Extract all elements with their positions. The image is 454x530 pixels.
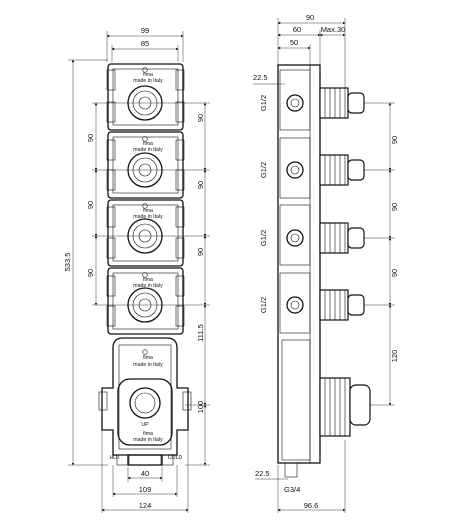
front-view: 99 85 533.5 90 90 90 90 90 90 (63, 26, 210, 513)
front-module-4: fima made in Italy (106, 267, 185, 335)
lower-box-up-label: UP (141, 422, 149, 428)
front-module-1: fima made in Italy (106, 63, 185, 131)
lower-box-cold-label: COLD (168, 455, 183, 461)
dim-bottom-mid: 109 (139, 485, 152, 494)
dim-bottom-inner: 40 (141, 469, 149, 478)
dim-side-top-total: 90 (306, 13, 314, 22)
front-lower-box: fima made in Italy UP fima made in Italy… (98, 337, 192, 466)
side-module-4-thread: G1/2 (259, 297, 268, 313)
front-module-2: fima made in Italy (106, 131, 185, 199)
dim-right-lower-box: 100 (196, 401, 205, 414)
side-module-3-thread: G1/2 (259, 230, 268, 246)
front-module-4-brand: fima (143, 277, 153, 283)
lower-box-brand-2: fima (143, 431, 153, 437)
dim-left-pitch-1: 90 (86, 134, 95, 142)
dim-right-pitch-1: 90 (196, 114, 205, 122)
dim-side-pitch-lower: 120 (390, 350, 399, 363)
dim-side-pitch-2: 90 (390, 203, 399, 211)
side-module-2: G1/2 (259, 137, 365, 199)
front-module-4-made: made in Italy (133, 283, 163, 289)
dim-left-pitch-3: 90 (86, 269, 95, 277)
lower-box-brand: fima (143, 355, 153, 361)
front-module-3: fima made in Italy (106, 199, 185, 267)
front-module-2-made: made in Italy (133, 147, 163, 153)
front-module-3-made: made in Italy (133, 214, 163, 220)
dim-top-outer-width: 99 (141, 26, 149, 35)
side-module-1-thread: G1/2 (259, 95, 268, 111)
side-view: 90 60 Max.30 50 22.5 G1/2 (253, 13, 399, 513)
dim-side-inlet-bottom: 22.5 (255, 469, 270, 478)
lower-box-made-2: made in Italy (133, 437, 163, 443)
side-lower-box (281, 339, 371, 478)
dim-side-pitch-3: 90 (390, 269, 399, 277)
side-module-3: G1/2 (259, 204, 365, 266)
dim-top-inner-width: 85 (141, 39, 149, 48)
dim-bottom-total: 124 (139, 501, 152, 510)
side-module-2-thread: G1/2 (259, 162, 268, 178)
front-module-1-made: made in Italy (133, 78, 163, 84)
dim-side-top-body: 60 (293, 25, 301, 34)
dim-side-pitch-1: 90 (390, 136, 399, 144)
dim-right-pitch-3: 90 (196, 248, 205, 256)
dim-side-top-max: Max.30 (321, 25, 346, 34)
dim-side-top-inner: 50 (290, 38, 298, 47)
lower-box-made: made in Italy (133, 362, 163, 368)
front-module-3-brand: fima (143, 208, 153, 214)
dim-side-bottom-thread: G3/4 (284, 485, 300, 494)
lower-box-hot-label: HOT (110, 455, 122, 461)
dim-left-pitch-2: 90 (86, 201, 95, 209)
side-module-4: G1/2 (259, 272, 365, 334)
side-module-1: G1/2 (259, 69, 365, 131)
side-body (277, 64, 321, 464)
dim-total-height: 533.5 (63, 253, 72, 272)
dim-side-inlet-top: 22.5 (253, 73, 268, 82)
dim-right-pitch-lower: 111.5 (196, 324, 205, 342)
front-module-2-brand: fima (143, 141, 153, 147)
dim-side-bottom-total: 96.6 (304, 501, 319, 510)
dim-right-pitch-2: 90 (196, 181, 205, 189)
front-module-1-brand: fima (143, 72, 153, 78)
